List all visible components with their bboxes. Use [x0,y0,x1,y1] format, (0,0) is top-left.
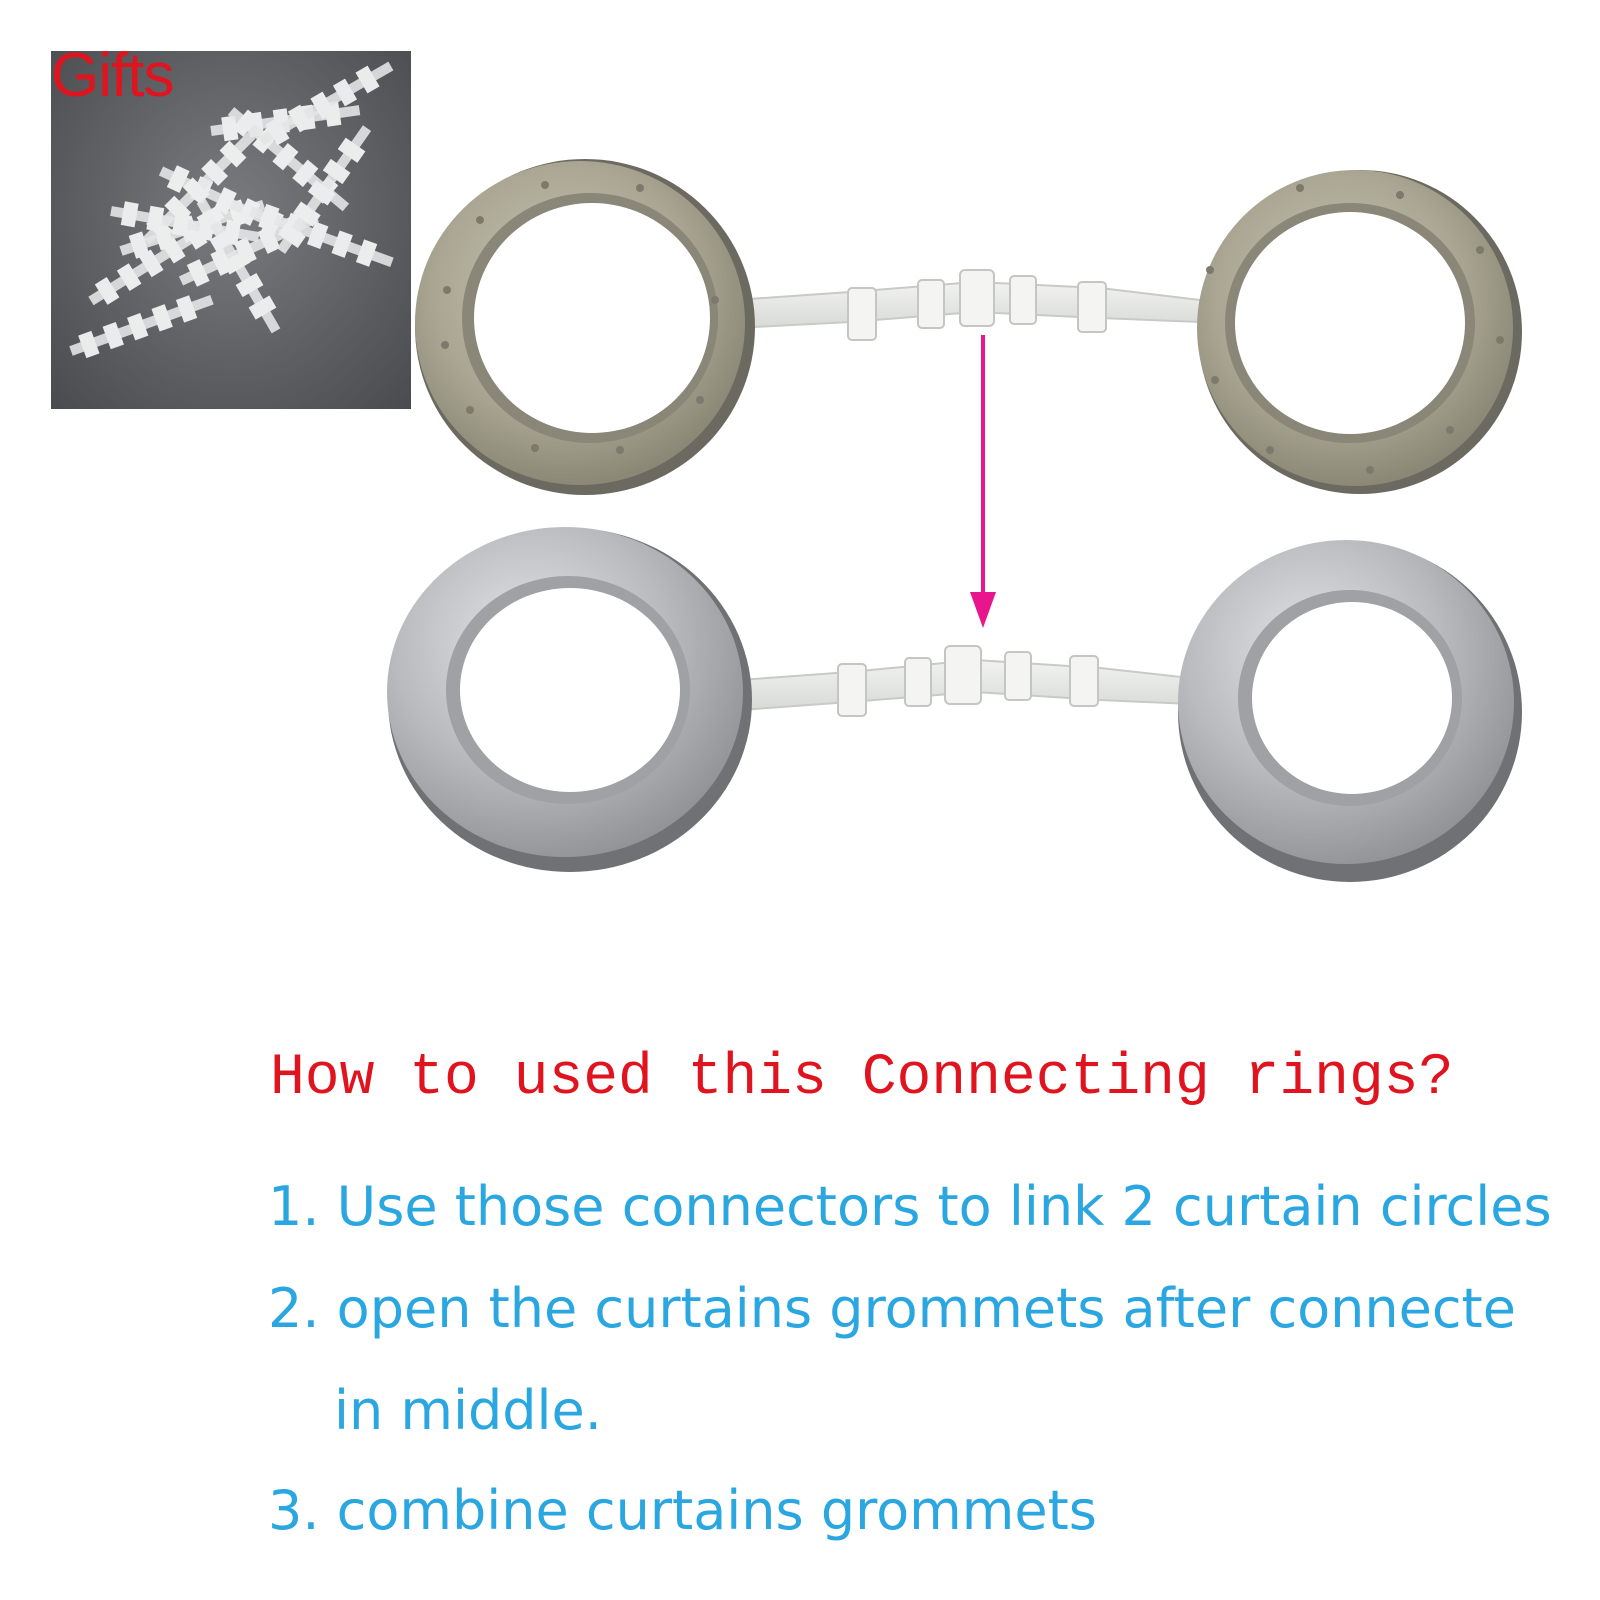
step-3-text: 3. combine curtains grommets [268,1479,1097,1542]
gifts-label: Gifts [51,51,174,110]
instructions-heading: How to used this Connecting rings? [270,1046,1454,1111]
gifts-photo-panel: Gifts [51,51,411,409]
step-2-text: 2. open the curtains grommets after conn… [268,1277,1516,1340]
grommet-illustration [387,159,1522,882]
down-arrow-icon [970,335,996,628]
bottom-grommet-pair-icon [387,527,1522,882]
step-1-text: 1. Use those connectors to link 2 curtai… [268,1175,1552,1238]
step-2-continuation-text: in middle. [334,1379,602,1442]
top-grommet-pair-icon [415,159,1522,495]
